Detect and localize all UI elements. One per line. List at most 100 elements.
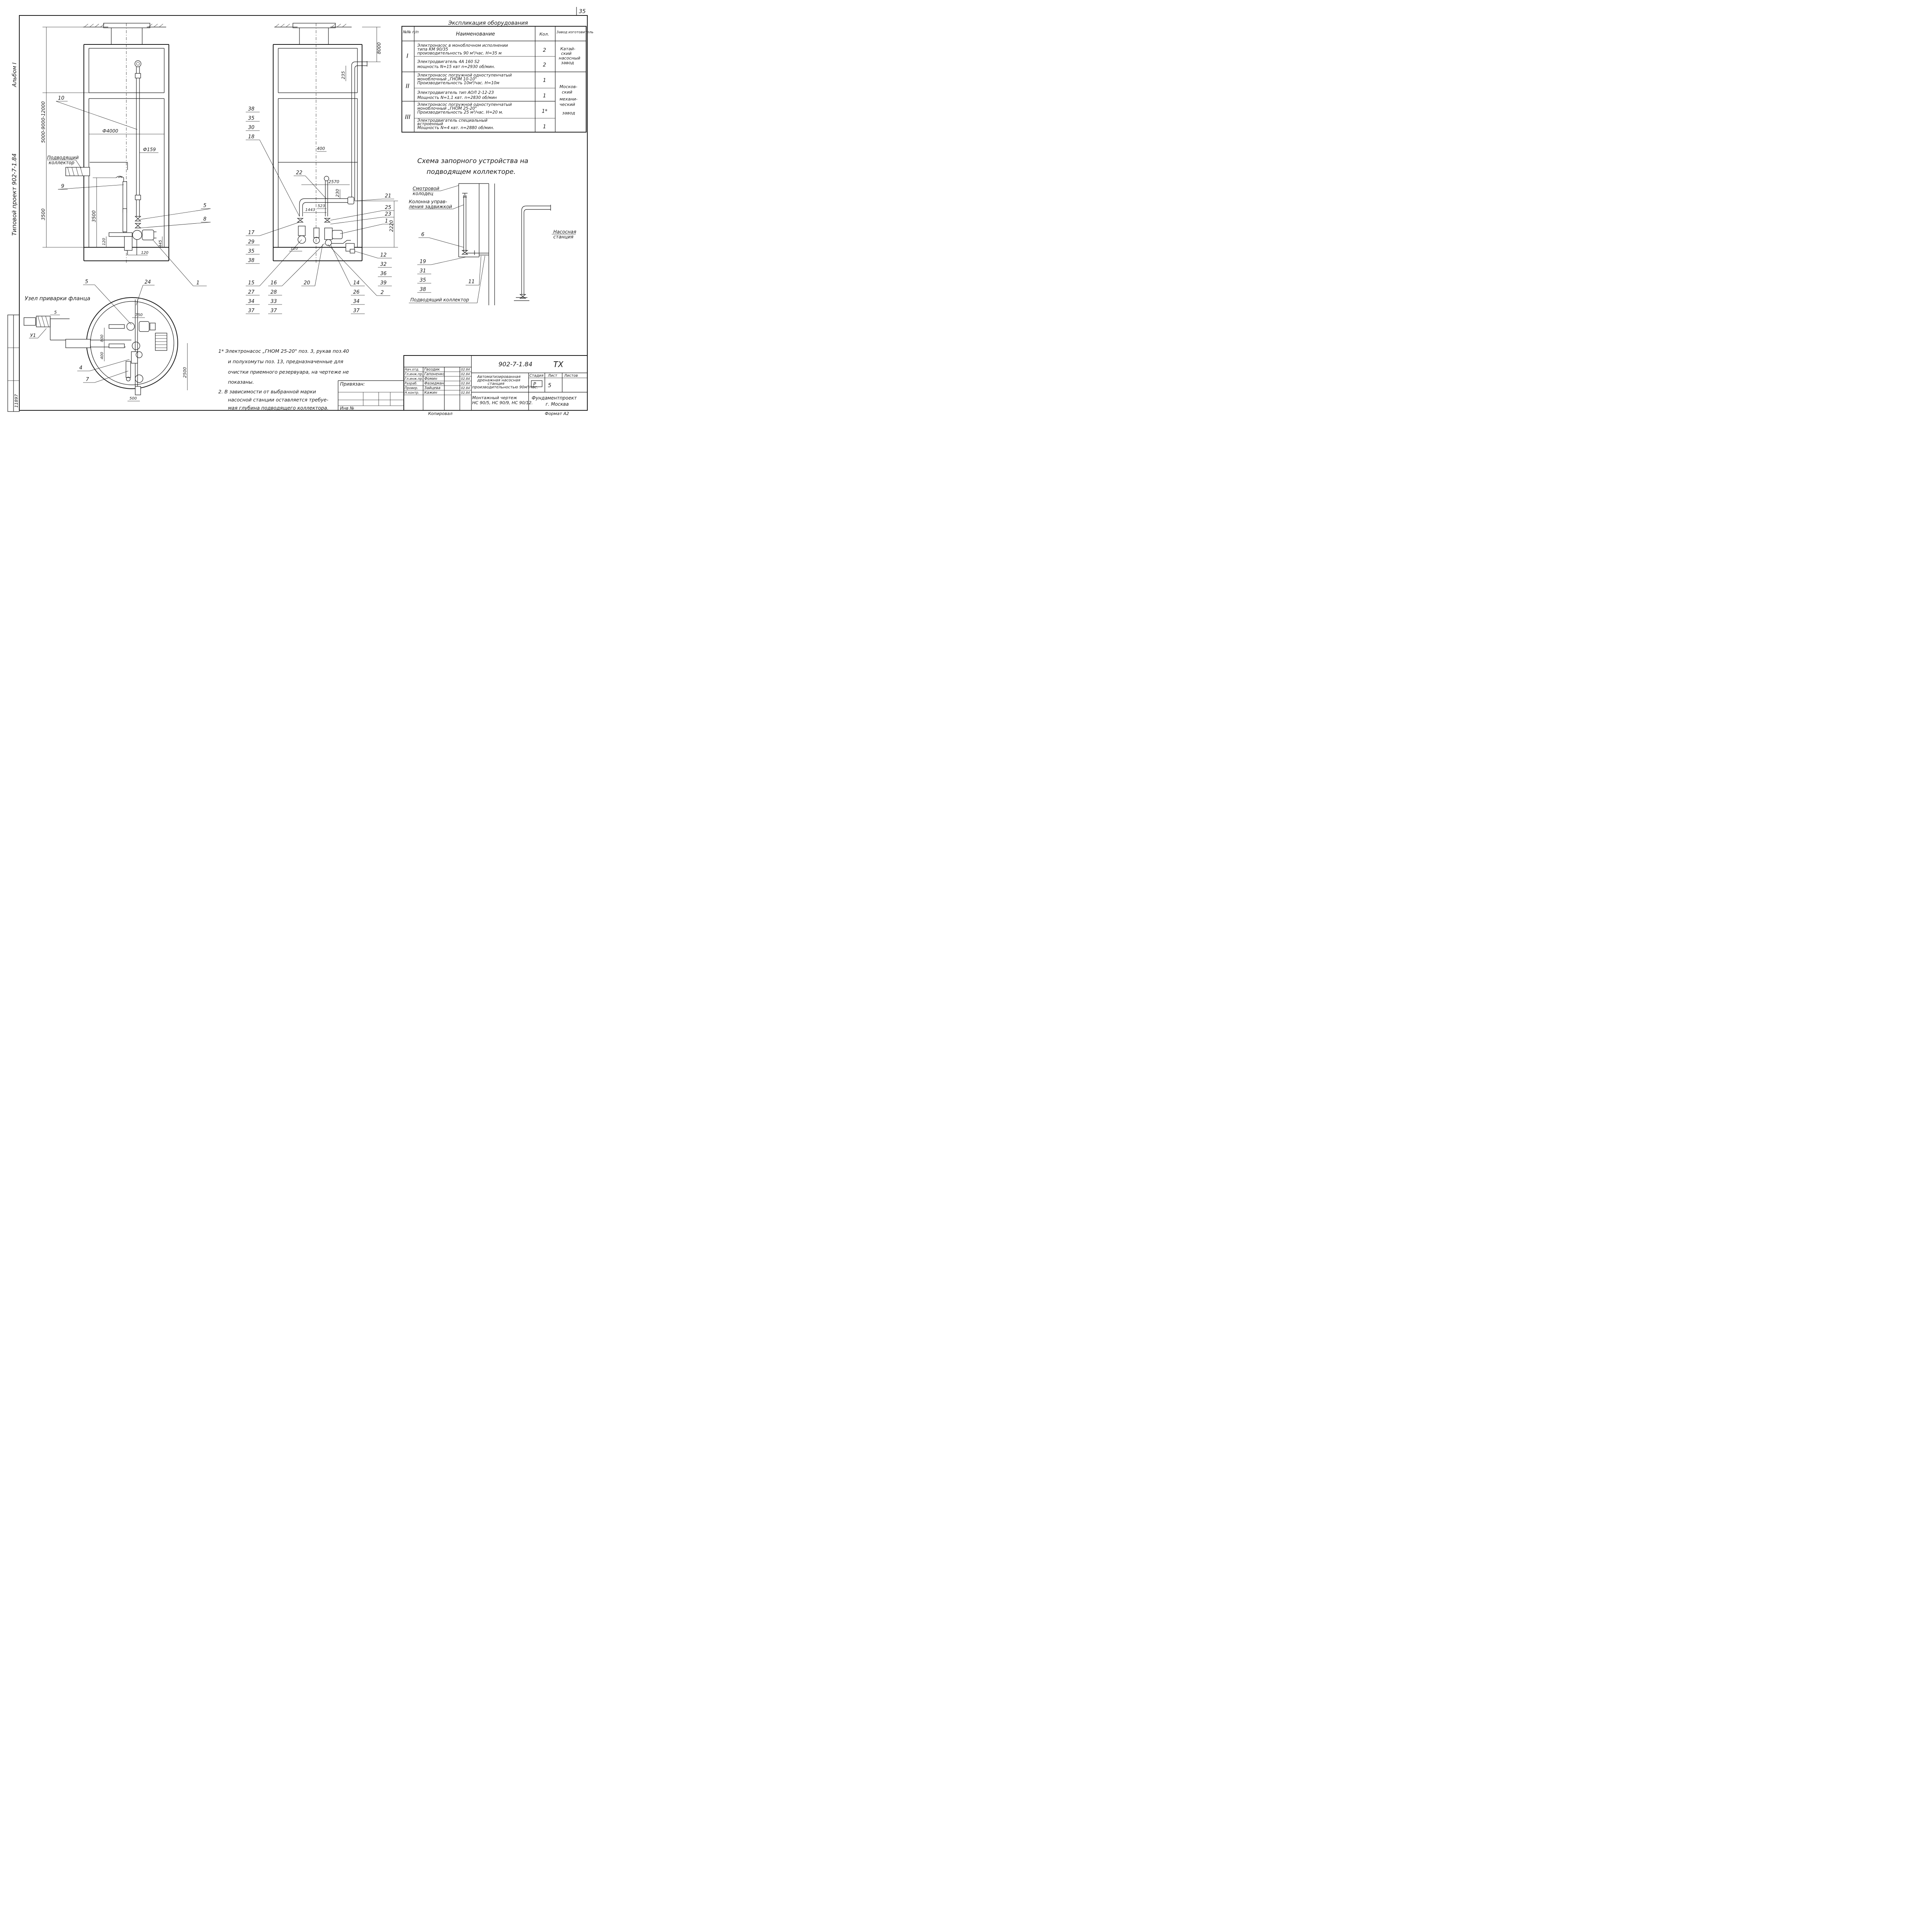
stack-15-0: 15	[248, 280, 255, 286]
g1-r2-qty: 2	[543, 62, 546, 68]
group-3-num: III	[405, 113, 410, 121]
callout-9: 9	[61, 184, 64, 189]
stack-17-0: 17	[248, 230, 255, 236]
plan-dim-400: 400	[100, 352, 104, 359]
g2-maker: Москов- ский механи- ческий завод	[560, 84, 579, 116]
dim-2570: 2570	[328, 179, 339, 184]
staff-0-date: 02.84	[461, 368, 470, 371]
dim-120-b: 120	[141, 251, 148, 255]
staff-2-name: Фомин	[424, 377, 437, 381]
group-2-num: II	[406, 82, 410, 90]
callout-8: 8	[203, 216, 206, 222]
sheet-frame	[19, 15, 588, 411]
staff-1-role: Гл.инж.пр.	[405, 372, 423, 376]
stack-19: 19 31 35 38	[417, 257, 466, 293]
staff-3-name: Фазидман	[424, 381, 444, 386]
dim-445: 445	[158, 240, 163, 247]
g1-r2-name: Электродвигатель 4А 160 S2 мощность N=15…	[417, 60, 495, 69]
staff-5-name: Кажин	[424, 391, 437, 395]
stack-17-3: 38	[248, 258, 255, 264]
plan-view: 750 800 400 2500 500 5 24 4 7	[65, 279, 188, 401]
stack-12-3: 39	[380, 280, 387, 286]
note-line-6: насосной станции оставляется требуе-	[228, 397, 328, 403]
drawing-sheet: 35 Альбом I Типовой проект 902-7-1.84 11…	[7, 7, 594, 416]
callout-6: 6	[421, 232, 424, 238]
plan-dim-500: 500	[129, 396, 137, 401]
stack-14-3: 37	[353, 308, 360, 314]
notes: 1* Электронасос „ГНОМ 25-20" поз. 3, рук…	[218, 348, 349, 411]
callout-20: 20	[304, 280, 310, 286]
stack-15-1: 27	[248, 289, 255, 295]
scheme-title: Схема запорного устройства на подводящем…	[417, 157, 531, 176]
staff-5-role: Н.контр.	[405, 391, 419, 395]
stack-16-2: 33	[270, 299, 277, 304]
group-1-num: I	[406, 52, 408, 60]
sheets-label: Листов	[564, 374, 578, 378]
stack-19-3: 38	[420, 287, 426, 293]
staff-4-role: Провер.	[405, 386, 418, 390]
g3-r2-name: Электродвигатель специальный встроенный …	[417, 118, 494, 130]
staff-0-name: Гвоздик	[424, 367, 440, 372]
g3-r1-qty: 1*	[542, 109, 548, 114]
shutoff-scheme: Схема запорного устройства на подводящем…	[408, 157, 576, 305]
plan-callout-5: 5	[85, 279, 88, 285]
callout-2: 2	[381, 290, 384, 296]
staff-1-date: 02.84	[461, 372, 470, 376]
stack-18: 38 35 30 18	[246, 106, 300, 217]
callout-5: 5	[203, 203, 206, 209]
g3-r1-name: Электронасос погружной одноступенчатый м…	[417, 102, 513, 115]
dim-120-a: 120	[102, 238, 106, 245]
label-column: Колонна управ-ления задвижкой	[408, 199, 452, 209]
flange-detail: Узел приварки фланца 5 У1	[24, 296, 90, 340]
plan-dim-2500: 2500	[182, 367, 187, 378]
g3-r2-qty: 1	[543, 124, 546, 130]
stack-14-0: 14	[353, 280, 360, 286]
stack-18-3: 18	[248, 134, 255, 140]
stack-12-1: 32	[380, 262, 387, 267]
sheet-label: Лист	[548, 374, 558, 378]
callout-1-v2: 1	[385, 218, 388, 224]
stack-19-1: 31	[420, 268, 426, 274]
dim-1443: 1443	[305, 208, 315, 212]
format-label: Формат А2	[545, 411, 569, 416]
stack-12-2: 36	[380, 271, 387, 277]
callout-10: 10	[58, 95, 65, 101]
callout-25: 25	[385, 205, 391, 211]
plan-callout-24: 24	[145, 279, 151, 285]
detail-title: Узел приварки фланца	[25, 296, 90, 302]
callout-11: 11	[468, 279, 475, 285]
note-line-3: очистки приемного резервуара, на чертеже…	[228, 369, 349, 375]
g1-r1-name: Электронасос в моноблочном исполнении ти…	[417, 43, 509, 56]
dim-diameter-159: Ф159	[143, 147, 156, 152]
stage-label: Стадия	[529, 374, 544, 378]
stack-18-1: 35	[248, 116, 255, 121]
page-number: 35	[579, 9, 586, 15]
plan-dim-800: 800	[100, 335, 104, 342]
staff-3-date: 02.84	[461, 382, 470, 385]
title-block: Привязан: Инв № Нач.отд. Гвоздик 02.84 Г…	[338, 355, 588, 416]
dim-8000: 8000	[376, 42, 382, 54]
stack-17-1: 29	[248, 239, 255, 245]
project-name: Автоматизированная дренажная насосная ст…	[472, 375, 538, 389]
plan-callout-7: 7	[86, 377, 89, 383]
th-maker: Завод изготовитель	[556, 31, 594, 34]
note-line-4: показаны.	[228, 379, 254, 385]
stack-15-2: 34	[248, 299, 255, 304]
stack-12-0: 12	[380, 252, 387, 258]
g2-r1-name: Электронасос погружной одноступенчатый м…	[417, 73, 513, 85]
stack-16-1: 28	[270, 289, 277, 295]
g2-r1-qty: 1	[543, 78, 546, 83]
th-num: №№ п/п	[403, 30, 419, 34]
stack-14-1: 26	[353, 289, 360, 295]
plan-callout-4: 4	[79, 365, 82, 371]
inv-number: 11897	[14, 394, 19, 408]
drawing-name: Монтажный чертеж НС 90/5, НС 90/9, НС 90…	[472, 395, 533, 405]
callout-1: 1	[196, 280, 199, 286]
sheet-value: 5	[548, 383, 551, 389]
stack-16-0: 16	[270, 280, 277, 286]
bound-label: Привязан:	[340, 381, 365, 387]
stack-19-2: 35	[420, 277, 426, 283]
stack-12: 12 32 36 39	[354, 251, 392, 286]
equipment-table: Экспликация оборудования №№ п/п Наименов…	[401, 20, 594, 133]
